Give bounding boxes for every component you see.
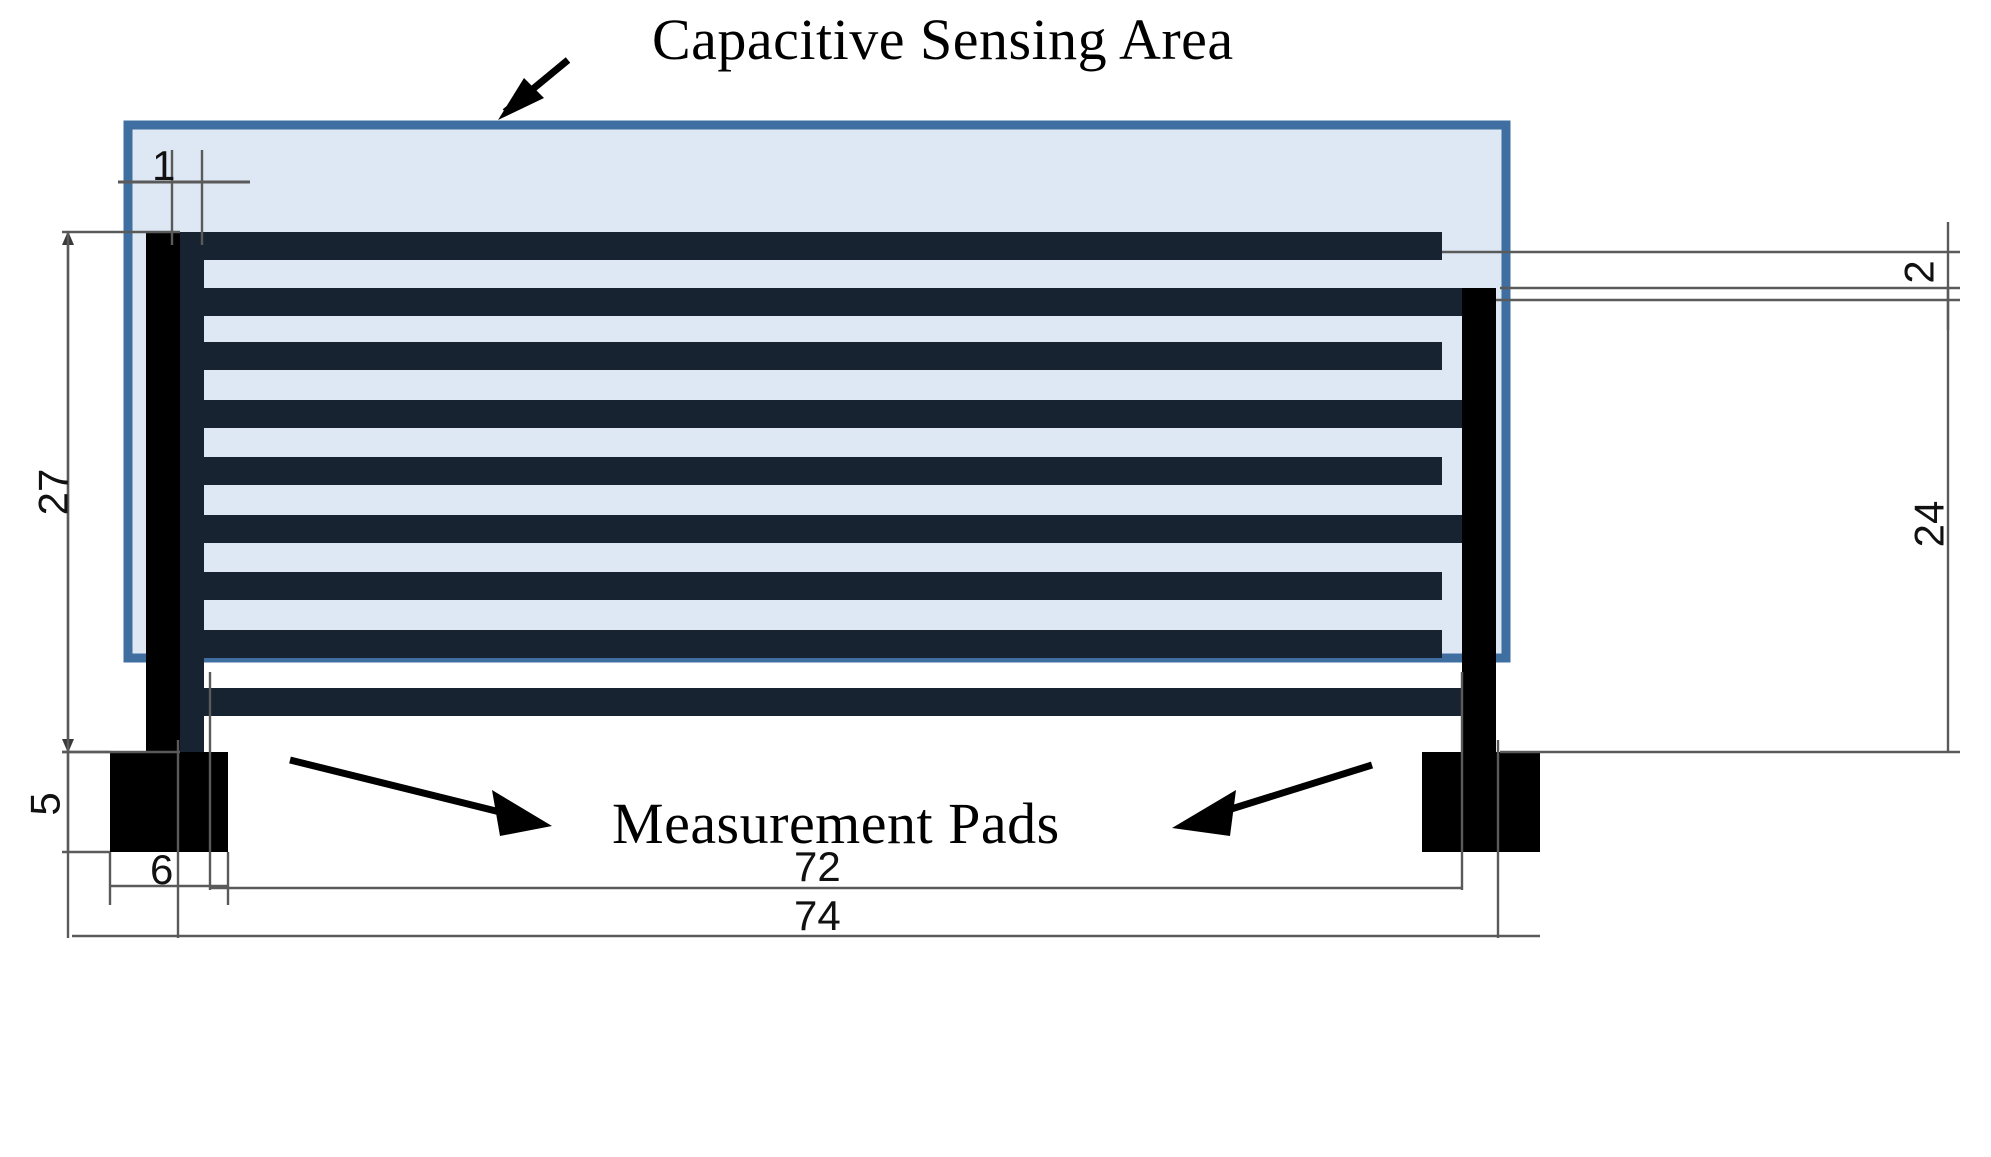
- measurement-pad-left: [110, 752, 228, 852]
- electrode-finger-left-5: [170, 630, 1442, 658]
- measurement-pads-label: Measurement Pads: [612, 791, 1060, 856]
- dimension-label-24: 24: [1905, 500, 1953, 548]
- electrode-finger-right-4: [204, 688, 1496, 716]
- leader-arrows: [289, 57, 1374, 836]
- left-pad-leg: [146, 232, 180, 757]
- electrode-finger-left-3: [170, 457, 1442, 485]
- capacitive-sensing-area-rect: [123, 120, 1511, 663]
- measurement-pad-right: [1422, 752, 1540, 852]
- electrode-finger-left-4: [170, 572, 1442, 600]
- dimension-label-74: 74: [794, 892, 841, 939]
- right-pad-leg: [1462, 288, 1496, 758]
- electrode-finger-right-2: [204, 400, 1496, 428]
- dimension-label-27: 27: [29, 468, 77, 516]
- dimension-label-5: 5: [21, 792, 69, 816]
- electrode-finger-right-3: [204, 515, 1496, 543]
- dimension-label-6: 6: [150, 846, 174, 893]
- electrode-finger-left-1: [170, 232, 1442, 260]
- electrode-finger-right-1: [204, 288, 1496, 316]
- electrode-finger-left-2: [170, 342, 1442, 370]
- dimension-label-2: 2: [1895, 260, 1943, 284]
- dimension-lines: [62, 150, 1960, 938]
- electrode-structure: [110, 232, 1540, 852]
- dimension-label-72: 72: [794, 843, 841, 890]
- dimension-label-1: 1: [152, 142, 176, 189]
- capacitive-sensing-area-label: Capacitive Sensing Area: [652, 7, 1234, 72]
